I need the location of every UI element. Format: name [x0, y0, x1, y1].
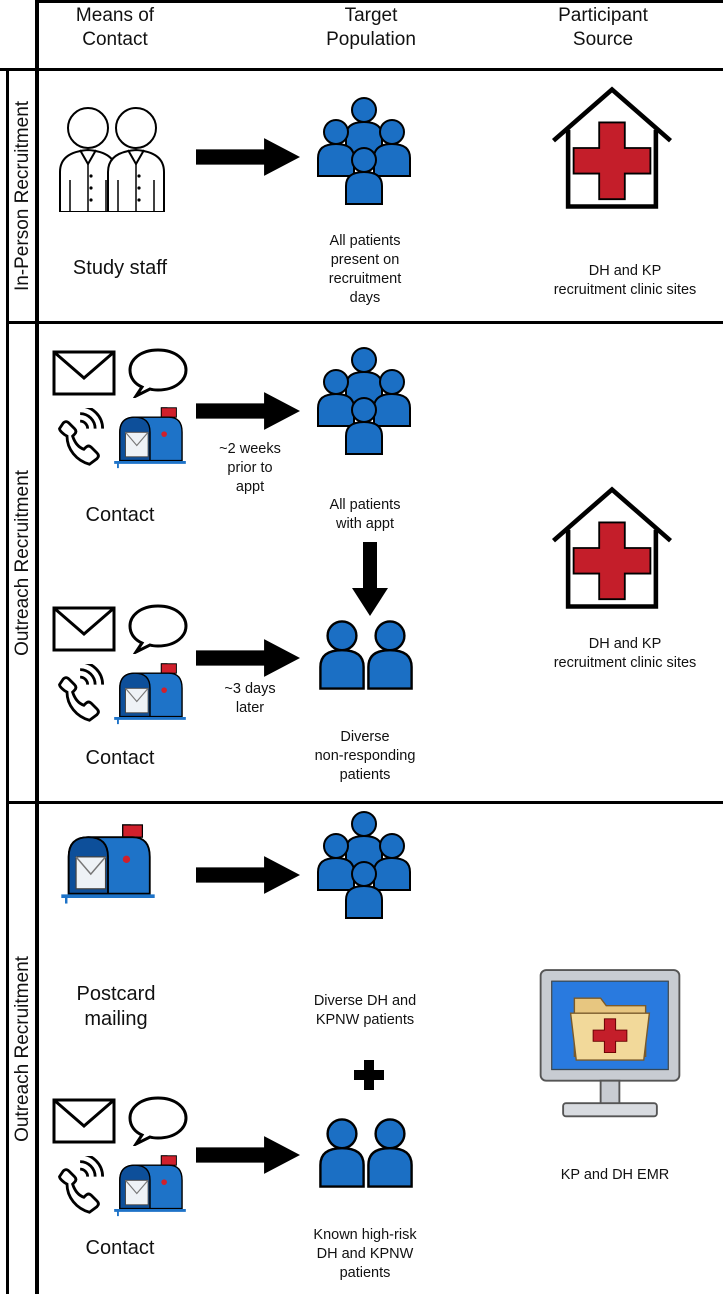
header-divider	[0, 68, 723, 71]
clinic-house-icon	[548, 84, 676, 212]
plus-icon	[354, 1060, 384, 1090]
row-left-border	[6, 68, 9, 1294]
arrow-right-icon	[196, 639, 300, 677]
row-label-text: Outreach Recruitment	[12, 956, 34, 1142]
header-participant-source: Participant Source	[558, 5, 648, 50]
group-icon	[317, 97, 411, 205]
label-column-divider	[35, 0, 39, 1294]
mailbox-icon	[59, 823, 157, 906]
pair-icon	[319, 1118, 413, 1188]
population-label-all-present: All patients present on recruitment days	[328, 233, 402, 306]
pair-icon	[319, 620, 413, 690]
arrow-right-icon	[196, 138, 300, 176]
contact-channels-icon	[52, 348, 188, 470]
row-divider-2	[6, 801, 723, 804]
population-label-non-responding: Diverse non-responding patients	[314, 729, 416, 783]
outer-top-border	[37, 0, 723, 3]
source-label-emr: KP and DH EMR	[560, 1167, 670, 1183]
arrow-right-icon	[196, 392, 300, 430]
timing-label-2-weeks: ~2 weeks prior to appt	[219, 441, 281, 495]
population-label-high-risk: Known high-risk DH and KPNW patients	[313, 1227, 417, 1281]
header-target-population: Target Population	[326, 5, 416, 50]
row-label-outreach-2: Outreach Recruitment	[8, 804, 38, 1294]
means-label-study-staff: Study staff	[72, 257, 168, 279]
source-label-clinic-sites: DH and KP recruitment clinic sites	[553, 263, 697, 298]
clinic-house-icon	[548, 484, 676, 612]
means-label-contact-2: Contact	[85, 747, 155, 769]
emr-computer-icon	[539, 969, 681, 1118]
means-label-postcard: Postcard mailing	[76, 983, 156, 1030]
means-label-contact-3: Contact	[85, 1237, 155, 1259]
population-label-with-appt: All patients with appt	[329, 497, 401, 532]
arrow-right-icon	[196, 1136, 300, 1174]
contact-channels-icon	[52, 604, 188, 726]
row-label-text: In-Person Recruitment	[12, 100, 34, 292]
arrow-right-icon	[196, 856, 300, 894]
population-label-diverse-dh-kpnw: Diverse DH and KPNW patients	[313, 993, 417, 1028]
row-label-in-person: In-Person Recruitment	[8, 71, 38, 321]
group-icon	[317, 811, 411, 919]
row-divider-1	[6, 321, 723, 324]
group-icon	[317, 347, 411, 455]
study-staff-icon	[59, 107, 165, 212]
row-label-outreach-1: Outreach Recruitment	[8, 324, 38, 801]
means-label-contact-1: Contact	[85, 504, 155, 526]
timing-label-3-days: ~3 days later	[224, 681, 276, 716]
row-label-text: Outreach Recruitment	[12, 469, 34, 656]
arrow-down-icon	[352, 542, 388, 616]
source-label-clinic-sites: DH and KP recruitment clinic sites	[553, 636, 697, 671]
contact-channels-icon	[52, 1096, 188, 1218]
header-means-of-contact: Means of Contact	[75, 5, 155, 50]
